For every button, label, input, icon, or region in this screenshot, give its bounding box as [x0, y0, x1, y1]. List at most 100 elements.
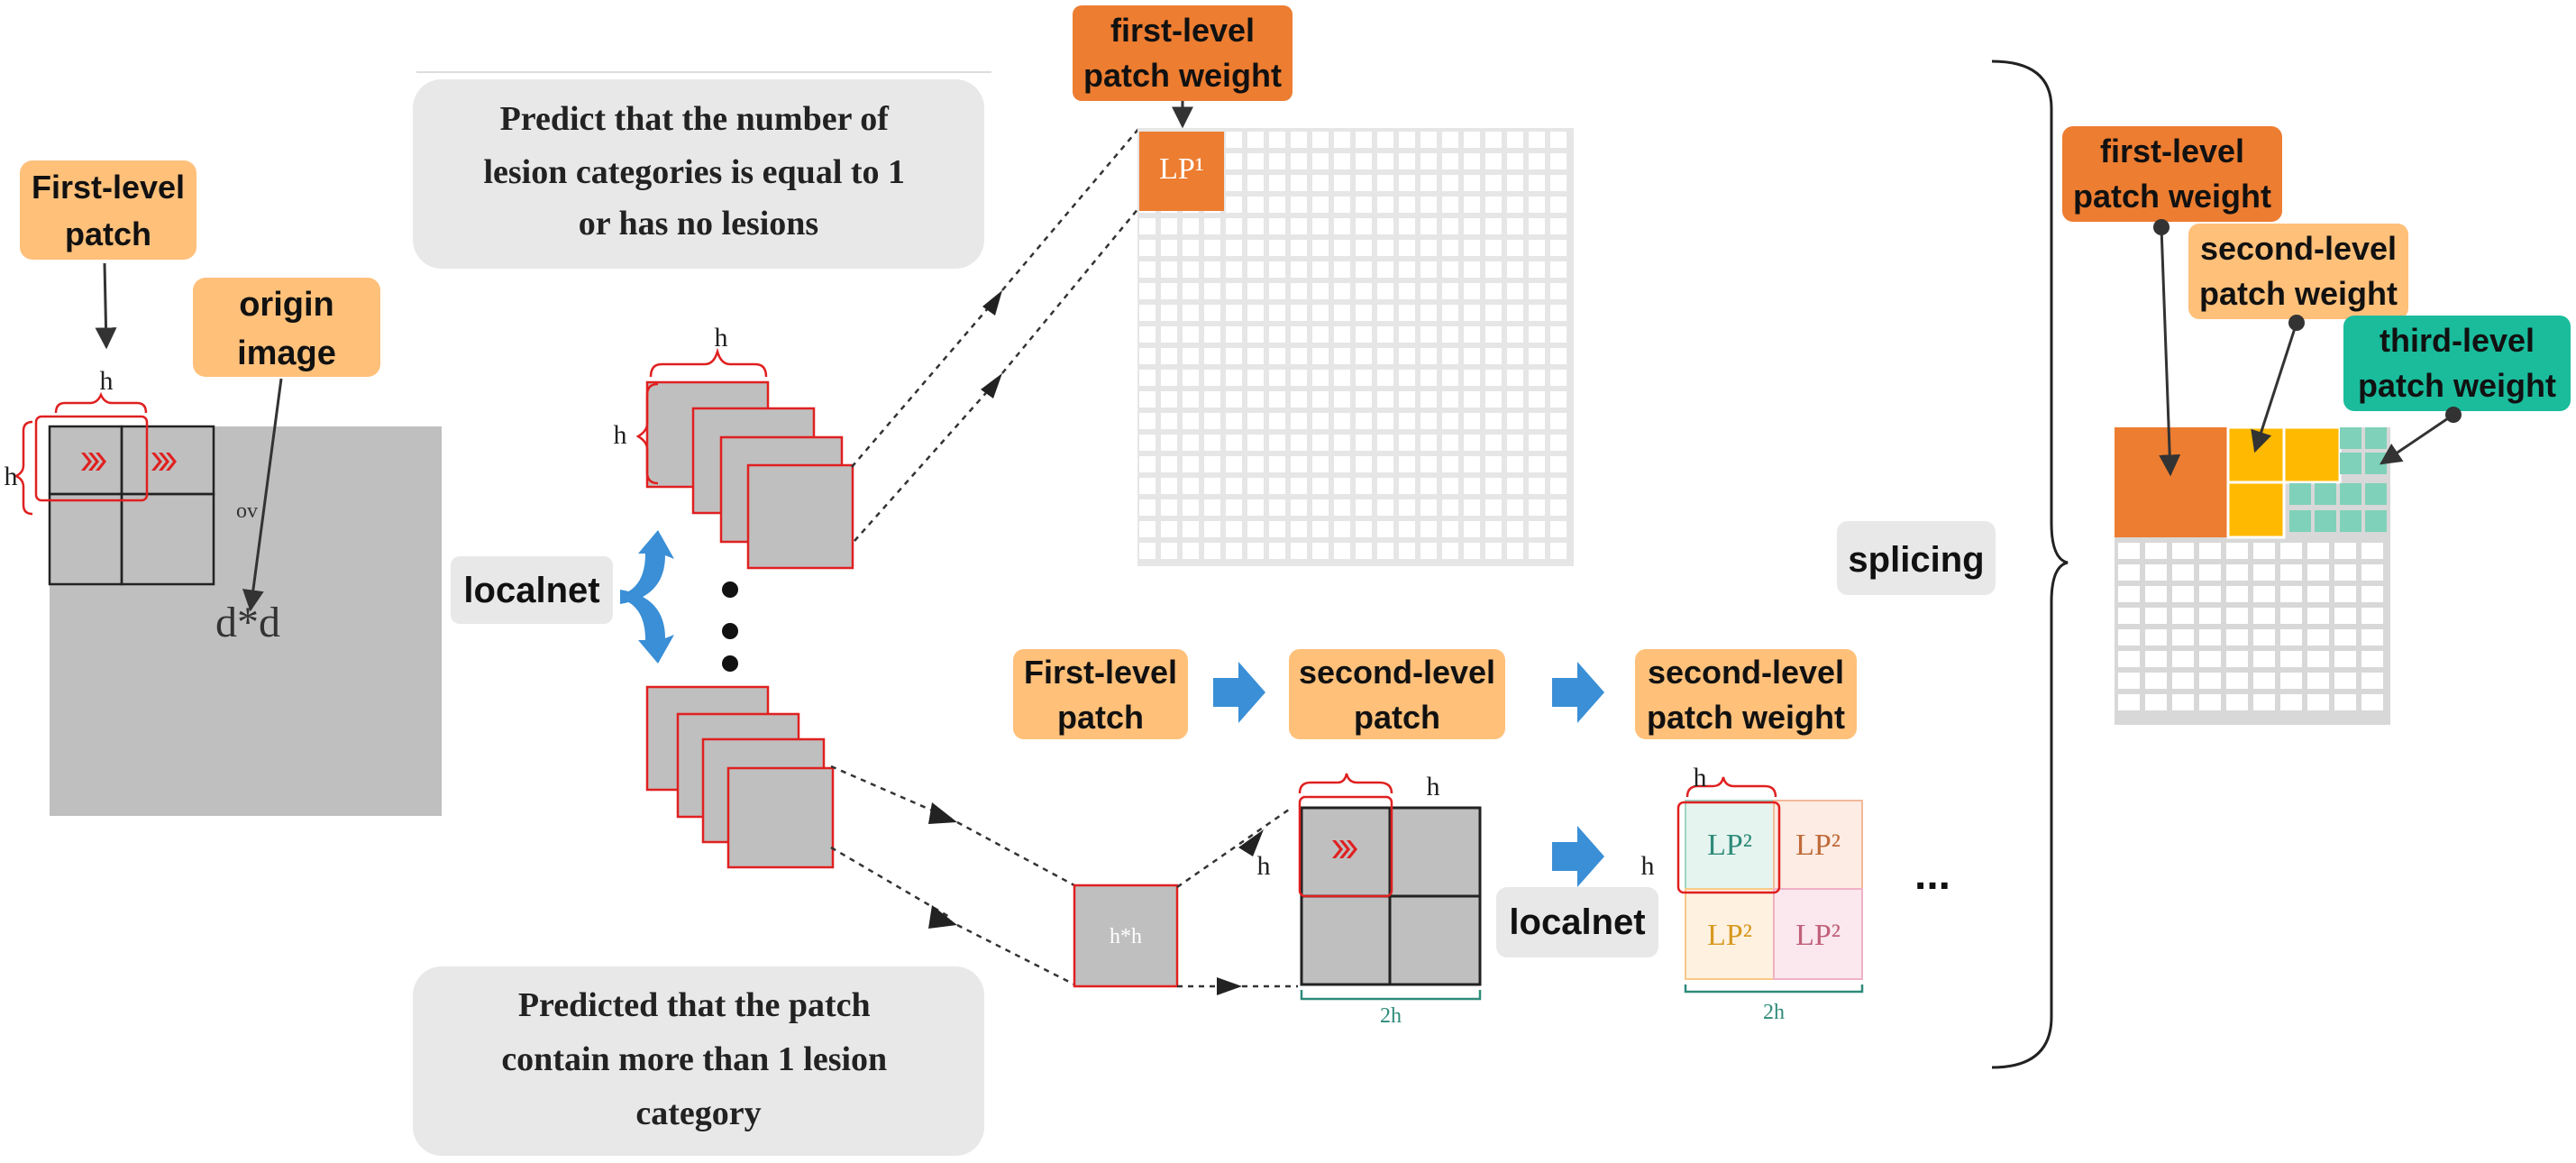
grid-cell [1442, 326, 1458, 343]
grid-cell [2226, 629, 2248, 646]
lp2-grid [1685, 800, 1863, 980]
grid-cell [1356, 370, 1372, 386]
grid-cell [1550, 499, 1567, 516]
grid-cell [1550, 478, 1567, 494]
grid-cell [1139, 499, 1156, 516]
grid-cell [1485, 456, 1502, 472]
grid-cell [2172, 586, 2194, 602]
grid-cell [2280, 608, 2302, 624]
brace-top-h [54, 391, 148, 414]
arrow-right-first [2159, 226, 2181, 477]
grid-cell [1183, 478, 1199, 494]
right-brace [1991, 60, 2069, 1069]
grid-cell [1334, 283, 1350, 299]
grid-cell [2334, 608, 2356, 624]
grid-cell [1507, 478, 1523, 494]
grid-cell [1399, 261, 1415, 278]
grid-cell [1312, 478, 1329, 494]
grid-cell [1399, 435, 1415, 451]
grid-cell [1507, 261, 1523, 278]
grid-cell [1464, 240, 1480, 256]
grid-cell [1529, 456, 1545, 472]
grid-cell [1485, 413, 1502, 429]
grid-cell [1269, 283, 1285, 299]
grid-cell [1399, 521, 1415, 537]
grid-cell [1312, 153, 1329, 169]
grid-cell [2145, 608, 2167, 624]
origin-image-label [193, 278, 380, 377]
grid-cell [1183, 261, 1199, 278]
grid-cell [1312, 499, 1329, 516]
grid-cell [1204, 240, 1220, 256]
grid-cell [1226, 348, 1242, 364]
grid-cell [1334, 391, 1350, 408]
grid-cell [1226, 175, 1242, 191]
grid-cell [1226, 456, 1242, 472]
grid-cell [1550, 413, 1567, 429]
grid-cell [1550, 391, 1567, 408]
grid-cell [1550, 153, 1567, 169]
third-level-cell [2289, 510, 2311, 532]
grid-cell [1139, 370, 1156, 386]
grid-cell [1420, 175, 1437, 191]
grid-cell [1485, 197, 1502, 213]
grid-cell [1550, 218, 1567, 234]
grid-cell [1529, 521, 1545, 537]
grid-cell [1529, 478, 1545, 494]
grid-cell [1507, 435, 1523, 451]
grid-cell [1226, 478, 1242, 494]
grid-cell [2307, 543, 2329, 559]
grid-cell [1507, 456, 1523, 472]
grid-cell [1312, 305, 1329, 321]
grid-cell [2280, 694, 2302, 710]
grid-cell [1377, 521, 1393, 537]
grid-cell [1399, 456, 1415, 472]
grid-cell [1247, 370, 1264, 386]
grid-cell [1442, 499, 1458, 516]
grid-cell [1334, 326, 1350, 343]
lp1-text: LP¹ [1159, 152, 1204, 186]
grid-cell [1139, 240, 1156, 256]
grid-cell [1529, 175, 1545, 191]
triple-chevron-icon [1332, 840, 1357, 858]
grid-cell [1356, 326, 1372, 343]
grid-cell [1139, 305, 1156, 321]
grid-cell [1247, 197, 1264, 213]
grid-cell [2145, 543, 2167, 559]
grid-cell [1247, 499, 1264, 516]
grid-cell [1550, 348, 1567, 364]
arrow-right-second [2251, 322, 2298, 453]
grid-cell [1183, 370, 1199, 386]
grid-cell [1334, 413, 1350, 429]
third-level-cell [2315, 483, 2336, 505]
brace-left-h [14, 420, 33, 516]
grid-cell [1356, 305, 1372, 321]
grid-cell [1183, 348, 1199, 364]
grid-cell [1420, 261, 1437, 278]
dashed-line-to-grid-a [1001, 127, 1140, 291]
grid-cell [1247, 283, 1264, 299]
grid-cell [2145, 564, 2167, 581]
grid-cell [1204, 305, 1220, 321]
grid-cell [2199, 564, 2221, 581]
grid-cell [1529, 240, 1545, 256]
grid-cell [2361, 629, 2383, 646]
grid-cell [1269, 478, 1285, 494]
first-patch-outline [34, 415, 149, 502]
grid-cell [1399, 240, 1415, 256]
grid-cell [1139, 478, 1156, 494]
localnet-label-left [451, 556, 613, 624]
grid-cell [1507, 413, 1523, 429]
grid-cell [1291, 218, 1307, 234]
grid-cell [2145, 651, 2167, 667]
grid-cell [1377, 499, 1393, 516]
grid-cell [1464, 175, 1480, 191]
lp2-outline [1676, 801, 1781, 894]
grid-cell [2253, 586, 2275, 602]
grid-cell [1161, 391, 1177, 408]
lp2-text-tl: LP² [1707, 829, 1752, 862]
grid-cell [2253, 564, 2275, 581]
grid-cell [1464, 261, 1480, 278]
grid-cell [1247, 261, 1264, 278]
